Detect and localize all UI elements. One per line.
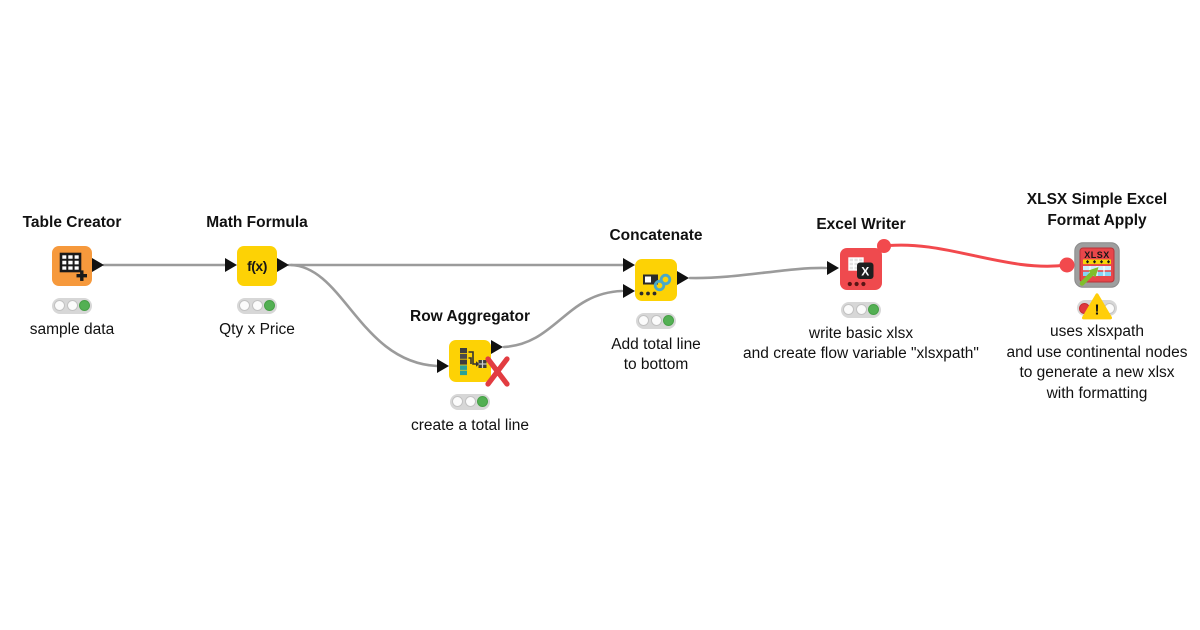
node-title: Table Creator bbox=[22, 214, 122, 231]
node-label: uses xlsxpath and use continental nodes … bbox=[1006, 323, 1188, 402]
status-traffic-light: ! bbox=[1077, 293, 1117, 320]
node-title: Concatenate bbox=[609, 227, 703, 244]
status-dot-configured bbox=[66, 300, 78, 311]
table-plus-icon bbox=[59, 252, 87, 281]
status-dot-executed bbox=[264, 300, 275, 311]
status-dot-configured bbox=[855, 304, 867, 315]
status-dot-executed bbox=[477, 396, 488, 407]
status-dot-configured bbox=[464, 396, 476, 407]
status-dot-configured bbox=[650, 315, 662, 326]
node-title: XLSX Simple Excel Format Apply bbox=[1026, 191, 1168, 229]
row-aggregator-node-body[interactable] bbox=[449, 339, 491, 382]
excel-writer-icon: X bbox=[847, 256, 874, 286]
svg-text:X: X bbox=[861, 264, 869, 278]
concatenate-node-body[interactable] bbox=[635, 258, 677, 301]
node-title: Math Formula bbox=[206, 214, 308, 231]
math-formula-node-body[interactable]: f(x) bbox=[237, 245, 277, 286]
xlsx-format-component-icon: XLSX bbox=[1074, 242, 1120, 288]
row-aggregate-icon bbox=[460, 347, 487, 375]
status-traffic-light bbox=[52, 297, 92, 314]
status-dot-idle bbox=[239, 300, 250, 311]
status-dot-idle bbox=[54, 300, 65, 311]
node-table-creator: Table Creator sample data bbox=[0, 213, 202, 340]
warning-triangle-icon: ! bbox=[1082, 293, 1112, 320]
status-dot-executed bbox=[79, 300, 90, 311]
status-dot-executed bbox=[868, 304, 879, 315]
node-label: write basic xlsx and create flow variabl… bbox=[743, 324, 979, 363]
status-dot-configured bbox=[251, 300, 263, 311]
table-creator-node-body[interactable] bbox=[52, 245, 92, 286]
node-xlsx-simple-excel-format-apply: XLSX Simple Excel Format Apply XLSX bbox=[967, 190, 1200, 404]
status-dot-executed bbox=[663, 315, 674, 326]
status-dot-idle bbox=[843, 304, 854, 315]
node-label: create a total line bbox=[410, 416, 530, 434]
svg-text:!: ! bbox=[1095, 301, 1100, 318]
status-dot-idle bbox=[452, 396, 463, 407]
status-dot-idle bbox=[638, 315, 649, 326]
node-title: Excel Writer bbox=[816, 216, 906, 233]
node-label: sample data bbox=[29, 320, 115, 338]
excel-writer-node-body[interactable]: X bbox=[840, 247, 882, 290]
svg-text:XLSX: XLSX bbox=[1084, 250, 1110, 260]
xlsx-format-component-body[interactable]: XLSX bbox=[1074, 242, 1120, 288]
node-row-aggregator: Row Aggregator create a total line bbox=[340, 307, 600, 436]
status-traffic-light bbox=[636, 312, 676, 329]
node-title: Row Aggregator bbox=[410, 308, 530, 325]
concatenate-icon bbox=[639, 273, 672, 295]
status-traffic-light bbox=[237, 297, 277, 314]
node-concatenate: Concatenate Add total line to bottom bbox=[526, 226, 786, 376]
node-excel-writer: Excel Writer X write basic xlsx and crea… bbox=[731, 215, 991, 365]
node-math-formula: Math Formula f(x) Qty x Price bbox=[127, 213, 387, 340]
status-traffic-light bbox=[450, 393, 490, 410]
node-label: Qty x Price bbox=[219, 320, 295, 338]
fx-icon: f(x) bbox=[247, 257, 267, 274]
node-label: Add total line to bottom bbox=[611, 335, 701, 374]
status-traffic-light bbox=[841, 301, 881, 318]
